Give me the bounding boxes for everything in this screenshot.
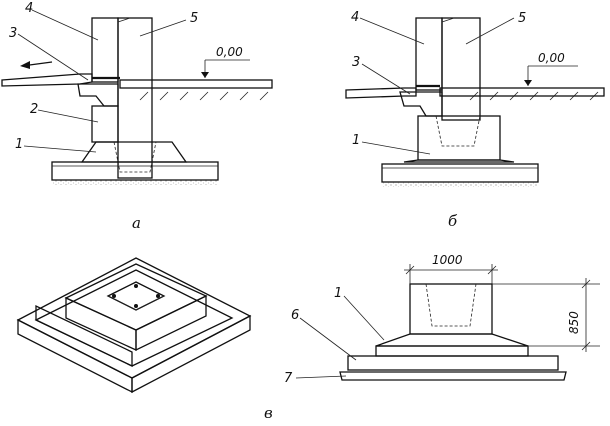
caption-b: б (448, 212, 458, 230)
dimension-height: 850 (492, 278, 600, 352)
panel-a: 0,00 4 3 5 2 1 а (1, 1, 273, 232)
foundation-socket-b (417, 115, 501, 161)
label-4-b: 4 (351, 10, 359, 25)
label-1-b: 1 (352, 133, 360, 148)
level-mark-label-a: 0,00 (216, 45, 243, 59)
foundation-block-a (80, 141, 188, 163)
blind-area-slab-b (345, 87, 417, 99)
label-1-c: 1 (334, 286, 342, 301)
foundation-block-b (403, 159, 515, 163)
label-5-b: 5 (518, 11, 526, 26)
foundation-plate-b (381, 163, 539, 183)
iso-base-top (16, 257, 252, 379)
dimension-width-label: 1000 (432, 253, 463, 267)
elev-sand-bed (339, 371, 567, 381)
runoff-arrow-a (20, 61, 53, 69)
column-a (117, 17, 153, 179)
label-7-c: 7 (284, 371, 293, 386)
level-mark-label-b: 0,00 (538, 51, 565, 65)
ground-hatching-a (139, 91, 269, 101)
iso-socket-top (64, 263, 208, 331)
label-5-a: 5 (190, 11, 198, 26)
floor-slab-a (119, 79, 273, 89)
label-4-a: 4 (25, 1, 33, 16)
panel-c-elevation: 1000 850 1 6 7 (284, 253, 600, 386)
brick-wall-a (91, 17, 119, 83)
elev-block (375, 333, 529, 347)
floor-slab-b (439, 87, 605, 97)
label-1-a: 1 (15, 137, 23, 152)
caption-a: а (132, 214, 141, 232)
foundation-beam-a (77, 83, 119, 107)
foundation-post-a (91, 105, 119, 143)
dimension-width: 1000 (404, 253, 498, 284)
column-b (441, 17, 481, 121)
caption-c: в (264, 404, 273, 422)
elev-plate (347, 355, 559, 371)
panel-b: 0,00 4 3 5 1 б (345, 10, 605, 230)
label-2-a: 2 (30, 102, 38, 117)
label-6-c: 6 (291, 308, 299, 323)
elev-socket (409, 283, 493, 335)
level-mark-a: 0,00 (201, 45, 250, 78)
dimension-height-label: 850 (567, 311, 581, 334)
panel-c-isometric: в (16, 257, 273, 422)
foundation-plate-a (51, 161, 219, 181)
level-mark-b: 0,00 (524, 51, 578, 86)
label-3-a: 3 (9, 26, 17, 41)
label-3-b: 3 (352, 55, 360, 70)
elev-step (375, 345, 529, 357)
brick-wall-b (415, 17, 443, 91)
